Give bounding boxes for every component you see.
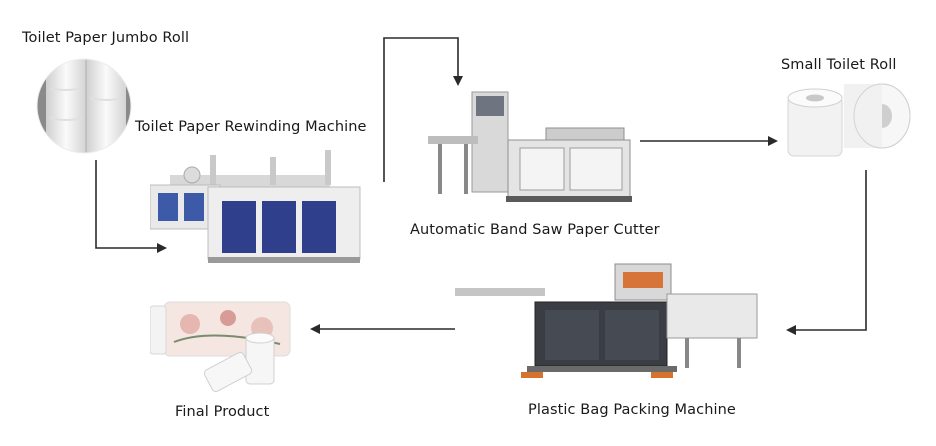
arrow-smallroll-to-packer xyxy=(786,170,867,335)
packing-machine-image xyxy=(455,263,758,378)
jumbo-roll-label: Toilet Paper Jumbo Roll xyxy=(22,30,190,46)
jumbo-roll-image xyxy=(36,58,132,154)
packing-machine-label: Plastic Bag Packing Machine xyxy=(528,402,736,418)
small-toilet-roll-image xyxy=(787,83,911,157)
rewinding-machine-label: Toilet Paper Rewinding Machine xyxy=(135,119,367,135)
final-product-image xyxy=(150,301,291,393)
arrow-rewinder-to-bandsaw xyxy=(383,37,463,182)
arrow-jumbo-to-rewinder xyxy=(95,160,167,253)
band-saw-cutter-image xyxy=(428,91,632,202)
rewinding-machine-image xyxy=(150,150,361,263)
band-saw-label: Automatic Band Saw Paper Cutter xyxy=(410,222,660,238)
final-product-label: Final Product xyxy=(175,404,270,420)
small-roll-label: Small Toilet Roll xyxy=(781,57,897,73)
